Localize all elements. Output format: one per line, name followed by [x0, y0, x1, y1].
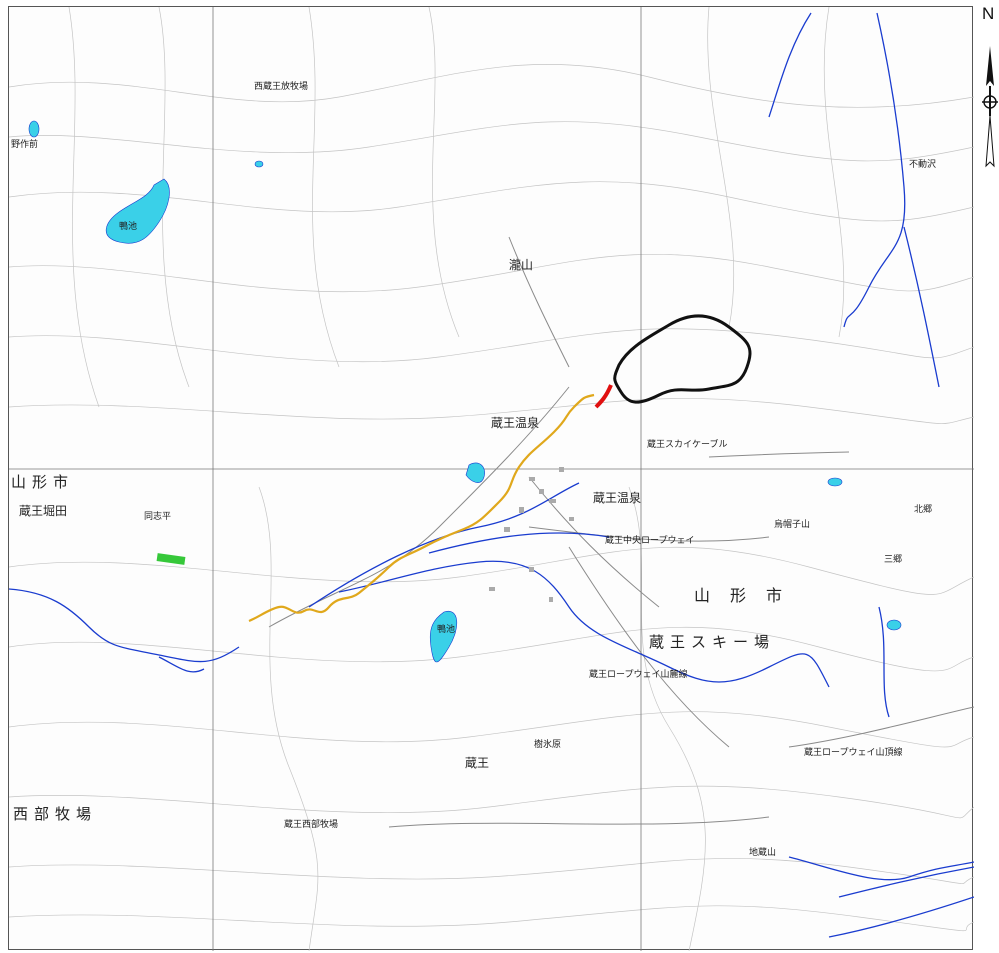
grid-lines [9, 7, 974, 951]
label-fudozawa: 不動沢 [909, 158, 936, 170]
topographic-map[interactable]: 西蔵王放牧場 野作前 鴨池 瀧山 蔵王温泉 山形市 蔵王堀田 同志平 蔵王スカイ… [8, 6, 974, 951]
label-mountain-e: 地蔵山 [749, 846, 776, 858]
label-pond-nw: 鴨池 [119, 220, 137, 232]
label-hokuro: 北郷 [914, 504, 932, 515]
map-labels: 西蔵王放牧場 野作前 鴨池 瀧山 蔵王温泉 山形市 蔵王堀田 同志平 蔵王スカイ… [11, 80, 936, 858]
route-red [594, 384, 613, 409]
north-letter: N [982, 4, 995, 23]
ponds [28, 120, 902, 663]
label-juhyo: 樹氷原 [534, 738, 561, 750]
label-skycable: 蔵王スカイケーブル [647, 438, 727, 450]
north-arrow-icon [982, 46, 998, 168]
label-west-pasture: 西蔵王放牧場 [254, 80, 308, 92]
green-area [156, 553, 186, 565]
label-sangoya: 三郷 [884, 554, 902, 565]
label-central-ropeway: 蔵王中央ロープウェイ [605, 534, 694, 546]
label-west-pasture-s: 西部牧場 [13, 805, 97, 823]
route-yellow [248, 393, 595, 623]
label-yamagata-shi-e: 山形市 [694, 586, 802, 605]
label-nosakucho: 野作前 [11, 138, 38, 150]
label-karasu-yama: 烏帽子山 [774, 518, 810, 530]
contour-lines [9, 7, 974, 951]
label-hanashimizu: 同志平 [144, 510, 171, 522]
rivers [9, 12, 974, 938]
label-yamagata-shi-w: 山形市 [11, 473, 74, 491]
label-ropeway-sancho: 蔵王ロープウェイ山頂線 [804, 746, 902, 758]
label-zao-dota: 蔵王堀田 [19, 503, 67, 518]
label-pond-center: 鴨池 [437, 623, 455, 635]
town-blocks [489, 467, 574, 602]
label-zao-onsen: 蔵王温泉 [491, 416, 539, 430]
label-ropeway-sanroku: 蔵王ロープウェイ山麓線 [589, 668, 687, 680]
label-zao-onsen-v: 蔵王温泉 [593, 491, 641, 505]
target-area-outline [613, 314, 752, 404]
label-zao-v: 蔵王 [465, 756, 489, 770]
roads [268, 236, 974, 828]
label-zao-west-pasture: 蔵王西部牧場 [284, 818, 338, 830]
label-taki-yama: 瀧山 [509, 258, 533, 272]
map-canvas: 西蔵王放牧場 野作前 鴨池 瀧山 蔵王温泉 山形市 蔵王堀田 同志平 蔵王スカイ… [9, 7, 974, 951]
label-zao-ski: 蔵王スキー場 [649, 633, 775, 651]
